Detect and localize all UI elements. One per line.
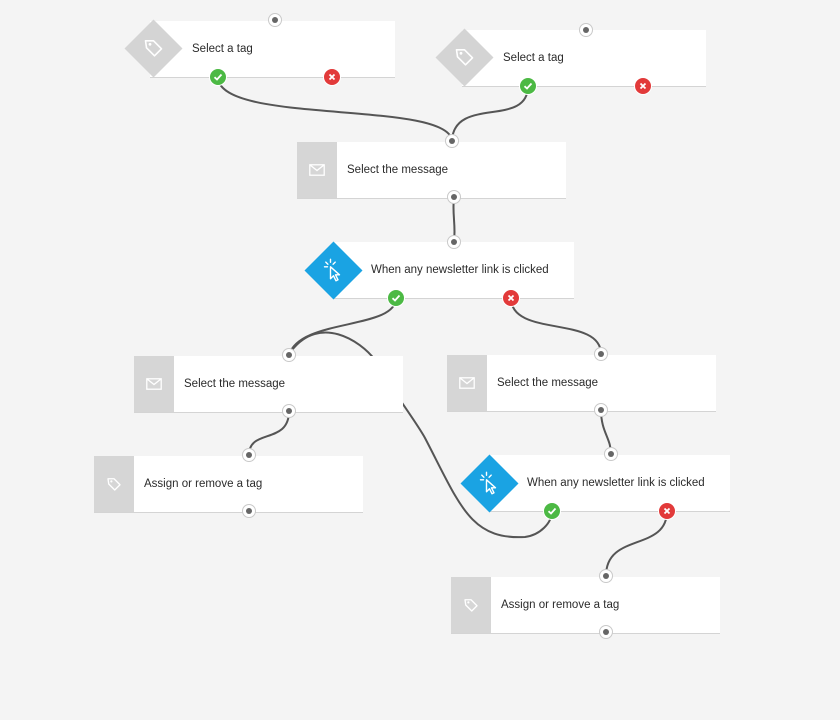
output-port[interactable] [242, 504, 256, 518]
input-port[interactable] [282, 348, 296, 362]
wire-tag1-to-message1 [217, 76, 453, 141]
node-label: Select the message [497, 377, 599, 389]
no-output[interactable] [323, 68, 341, 86]
output-port[interactable] [447, 190, 461, 204]
yes-output[interactable] [519, 77, 537, 95]
node-label: Select a tag [192, 43, 253, 55]
node-label: Select the message [184, 378, 286, 390]
envelope-icon [447, 355, 487, 411]
node-select-message-2[interactable]: Select the message [134, 356, 403, 413]
node-label: Assign or remove a tag [144, 478, 263, 490]
output-port[interactable] [594, 403, 608, 417]
tag-icon [435, 28, 494, 87]
yes-output[interactable] [209, 68, 227, 86]
input-port[interactable] [242, 448, 256, 462]
input-port[interactable] [604, 447, 618, 461]
output-port[interactable] [282, 404, 296, 418]
wire-message2-to-assign1 [248, 410, 290, 456]
node-label: When any newsletter link is clicked [371, 264, 549, 276]
cursor-click-icon [304, 241, 363, 300]
wire-tag2-to-message1 [451, 85, 529, 141]
node-select-message-1[interactable]: Select the message [297, 142, 566, 199]
node-link-clicked-2[interactable]: When any newsletter link is clicked [489, 455, 730, 512]
output-port[interactable] [599, 625, 613, 639]
input-port[interactable] [445, 134, 459, 148]
no-output[interactable] [634, 77, 652, 95]
node-select-tag-1[interactable]: Select a tag [150, 21, 395, 78]
no-output[interactable] [502, 289, 520, 307]
envelope-icon [297, 142, 337, 198]
wire-linkclick1-yes-to-message2 [288, 297, 397, 356]
wire-linkclick1-no-to-message3 [510, 297, 602, 355]
input-port[interactable] [599, 569, 613, 583]
wire-linkclick2-no-to-assign2 [605, 510, 668, 577]
input-port[interactable] [594, 347, 608, 361]
cursor-click-icon [460, 454, 519, 513]
yes-output[interactable] [387, 289, 405, 307]
node-label: Assign or remove a tag [501, 599, 620, 611]
input-port[interactable] [447, 235, 461, 249]
node-label: When any newsletter link is clicked [527, 477, 705, 489]
tag-icon [124, 19, 183, 78]
node-link-clicked-1[interactable]: When any newsletter link is clicked [333, 242, 574, 299]
node-label: Select the message [347, 164, 449, 176]
node-label: Select a tag [503, 52, 564, 64]
wire-linkclick2-yes-loop [291, 331, 553, 539]
envelope-icon [134, 356, 174, 412]
no-output[interactable] [658, 502, 676, 520]
node-select-tag-2[interactable]: Select a tag [462, 30, 706, 87]
yes-output[interactable] [543, 502, 561, 520]
tag-icon [94, 456, 134, 512]
input-port[interactable] [579, 23, 593, 37]
tag-icon [451, 577, 491, 633]
node-assign-tag-2[interactable]: Assign or remove a tag [451, 577, 720, 634]
node-assign-tag-1[interactable]: Assign or remove a tag [94, 456, 363, 513]
input-port[interactable] [268, 13, 282, 27]
node-select-message-3[interactable]: Select the message [447, 355, 716, 412]
